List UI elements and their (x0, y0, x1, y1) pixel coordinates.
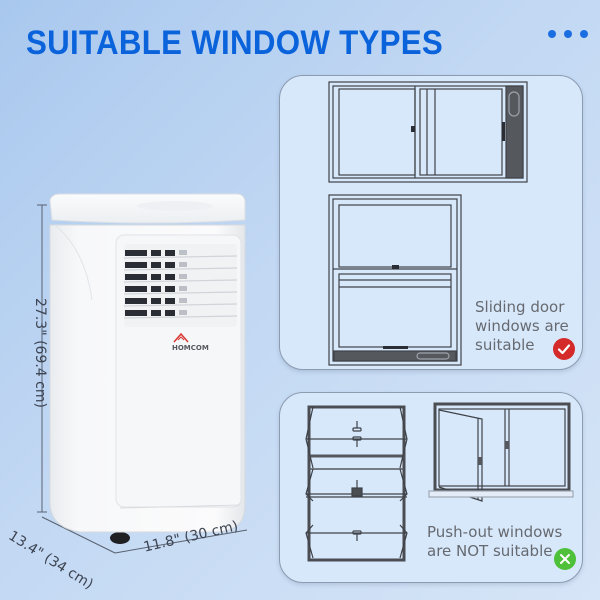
page-title: SUITABLE WINDOW TYPES (26, 24, 444, 62)
height-dimension-line (37, 204, 47, 513)
dot (580, 30, 588, 38)
vertical-sliding-window-icon (328, 194, 462, 366)
dot (548, 30, 556, 38)
width-dimension-line (114, 529, 248, 554)
handle-icon (352, 421, 362, 447)
air-conditioner-image: HOMCOM (37, 193, 248, 554)
x-icon (554, 548, 576, 570)
not-suitable-description: Push-out windows are NOT suitable (427, 523, 563, 560)
depth-dimension-line (41, 516, 116, 554)
casement-window-icon (305, 405, 408, 562)
height-dimension-label: 27.3" (69.4 cm) (32, 298, 48, 408)
suitable-description: Sliding door windows are suitable (475, 298, 569, 354)
suitable-windows-card: Sliding door windows are suitable (279, 75, 583, 370)
sliding-windows-illustration (328, 81, 528, 366)
brand-logo: HOMCOM (172, 332, 209, 352)
more-options-icon[interactable] (548, 30, 588, 38)
not-suitable-windows-card: Push-out windows are NOT suitable (279, 392, 583, 583)
dot (564, 30, 572, 38)
side-hinged-window-icon (428, 402, 574, 502)
horizontal-sliding-window-icon (328, 81, 528, 183)
push-out-windows-illustration (305, 402, 574, 562)
svg-text:HOMCOM: HOMCOM (172, 344, 209, 352)
checkmark-icon (553, 338, 575, 360)
air-vent-grille (123, 244, 238, 327)
